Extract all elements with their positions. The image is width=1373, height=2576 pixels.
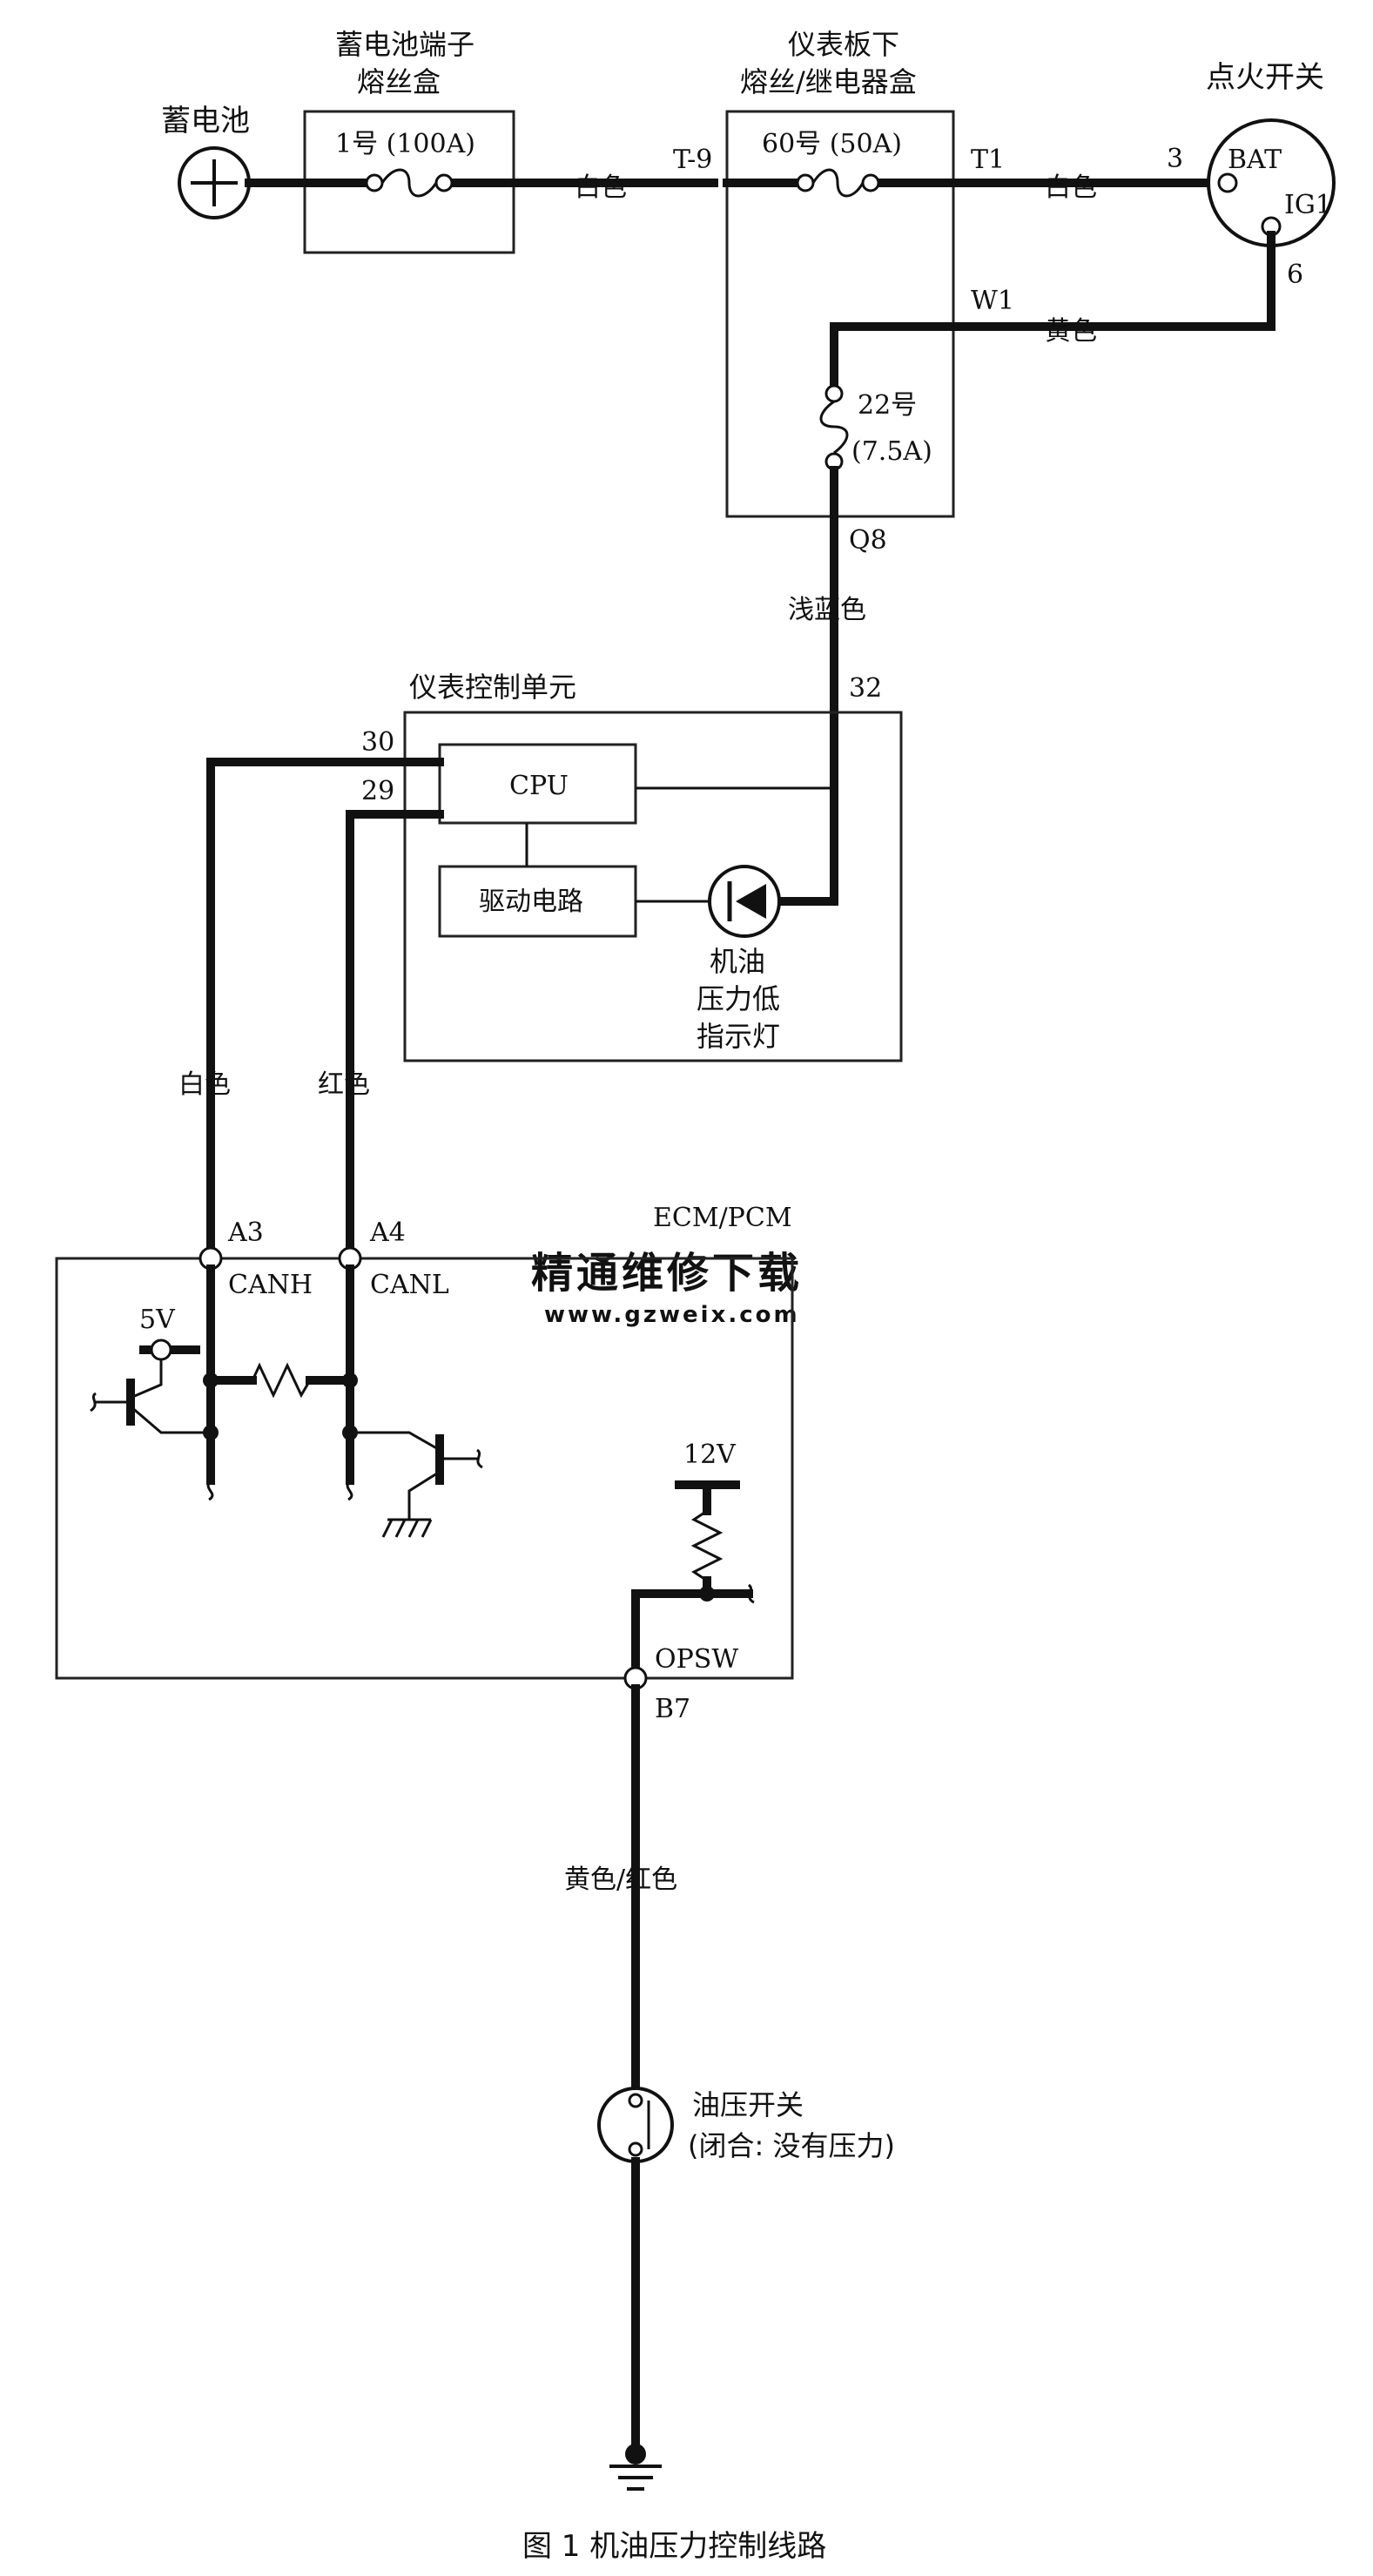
ignition-switch-label: 点火开关: [1206, 60, 1324, 95]
meter-unit-frame: [403, 711, 903, 1062]
watermark: 精通维修下载 www.gzweix.com: [531, 1249, 803, 1328]
terminal-w1: W1: [971, 286, 1014, 316]
terminal-pin6: 6: [1287, 260, 1303, 290]
terminal-pin32: 32: [849, 673, 882, 704]
battery: 蓄电池: [161, 104, 251, 219]
ecm-5v-label: 5V: [139, 1305, 176, 1335]
ecm-pin-a3-label: A3: [227, 1217, 264, 1248]
dash-fuse-box-title2: 熔丝/继电器盒: [740, 65, 917, 98]
fuse-22-rating: (7.5A): [851, 436, 932, 467]
fuse-1-terminal-b: [434, 173, 454, 192]
battery-fuse-box-title2: 熔丝盒: [357, 65, 441, 98]
driver-label: 驱动电路: [479, 887, 583, 917]
ecm-canh-label: CANH: [228, 1270, 313, 1300]
dash-fuse-box: 仪表板下 熔丝/继电器盒 T-9 60号 (50A) T1 22号 (7.5A): [673, 28, 1005, 521]
fuse-1-terminal-a: [365, 173, 384, 192]
wire-color-white1: 白色: [575, 172, 627, 203]
wire-light-blue: [775, 512, 838, 906]
can-resistor-icon: [251, 1362, 312, 1399]
wire-color-light-blue: 浅蓝色: [788, 595, 866, 625]
ecm-pin-a4-label: A4: [369, 1217, 406, 1248]
cpu-block: [438, 743, 637, 825]
watermark-line2: www.gzweix.com: [544, 1302, 800, 1328]
lamp-label3: 指示灯: [697, 1020, 780, 1053]
wire-color-white-can: 白色: [178, 1069, 231, 1100]
terminal-pin3: 3: [1167, 144, 1183, 174]
figure-caption: 图 1 机油压力控制线路: [522, 2529, 826, 2564]
ignition-pin-bat: [1217, 172, 1238, 193]
wire-can-white: [206, 758, 444, 1254]
battery-fuse-box-title1: 蓄电池端子: [335, 28, 474, 61]
ecm-frame: [55, 1257, 794, 1680]
ecm-canl-label: CANL: [370, 1270, 449, 1300]
ecm-12v-label: 12V: [683, 1440, 737, 1470]
ecm-title: ECM/PCM: [653, 1203, 792, 1233]
terminal-t1: T1: [971, 145, 1005, 175]
lamp-label1: 机油: [710, 945, 765, 978]
opsw-pullup-resistor-icon: [690, 1509, 724, 1582]
meter-control-unit: 仪表控制单元 30 29 CPU 驱动电路 机油 压力低 指示灯: [361, 671, 903, 1062]
wire-can-red: [346, 810, 444, 1254]
ecm-opsw-label: OPSW: [655, 1644, 738, 1675]
ecm-pin-b7-label: B7: [655, 1694, 690, 1724]
wire-ig1-w1: [830, 231, 1275, 331]
wire-color-yellow: 黄色: [1045, 316, 1097, 347]
fuse-22-number: 22号: [858, 390, 917, 421]
fuse-60-icon: [811, 168, 865, 198]
wire-color-white2: 白色: [1045, 172, 1097, 203]
oil-switch-label1: 油压开关: [692, 2088, 804, 2121]
lamp-label2: 压力低: [697, 982, 780, 1015]
oil-switch-label2: (闭合: 没有压力): [688, 2129, 895, 2162]
fuse-22-icon: [819, 400, 849, 455]
ground-icon: [609, 2465, 662, 2491]
battery-fuse-box: 蓄电池端子 熔丝盒 1号 (100A): [300, 28, 518, 254]
fuse-60-label: 60号 (50A): [762, 129, 902, 159]
meter-unit-title: 仪表控制单元: [409, 671, 576, 704]
battery-label: 蓄电池: [161, 104, 250, 138]
wire-color-red-can: 红色: [318, 1069, 370, 1100]
fuse-1-label: 1号 (100A): [335, 129, 475, 159]
watermark-line1: 精通维修下载: [531, 1249, 803, 1298]
fuse-60-terminal-b: [861, 173, 880, 192]
wire-color-yellow-red: 黄色/红色: [564, 1865, 677, 1895]
terminal-q8: Q8: [849, 525, 887, 556]
oil-pressure-switch: 油压开关 (闭合: 没有压力): [597, 2087, 895, 2163]
fuse-60-terminal-a: [796, 173, 815, 192]
ignition-switch: 点火开关 BAT IG1: [1206, 60, 1336, 247]
5v-terminal: [150, 1339, 172, 1361]
ignition-bat-label: BAT: [1228, 145, 1282, 175]
ignition-ig1-label: IG1: [1284, 190, 1332, 220]
ground-junction: [625, 2444, 646, 2465]
terminal-t9: T-9: [673, 145, 712, 175]
fuse-22-terminal-a: [824, 384, 844, 403]
terminal-pin29: 29: [361, 776, 394, 806]
dash-fuse-box-title1: 仪表板下: [788, 28, 899, 61]
fuse-1-icon: [380, 168, 438, 198]
terminal-pin30: 30: [361, 727, 394, 758]
cpu-label: CPU: [509, 771, 569, 801]
